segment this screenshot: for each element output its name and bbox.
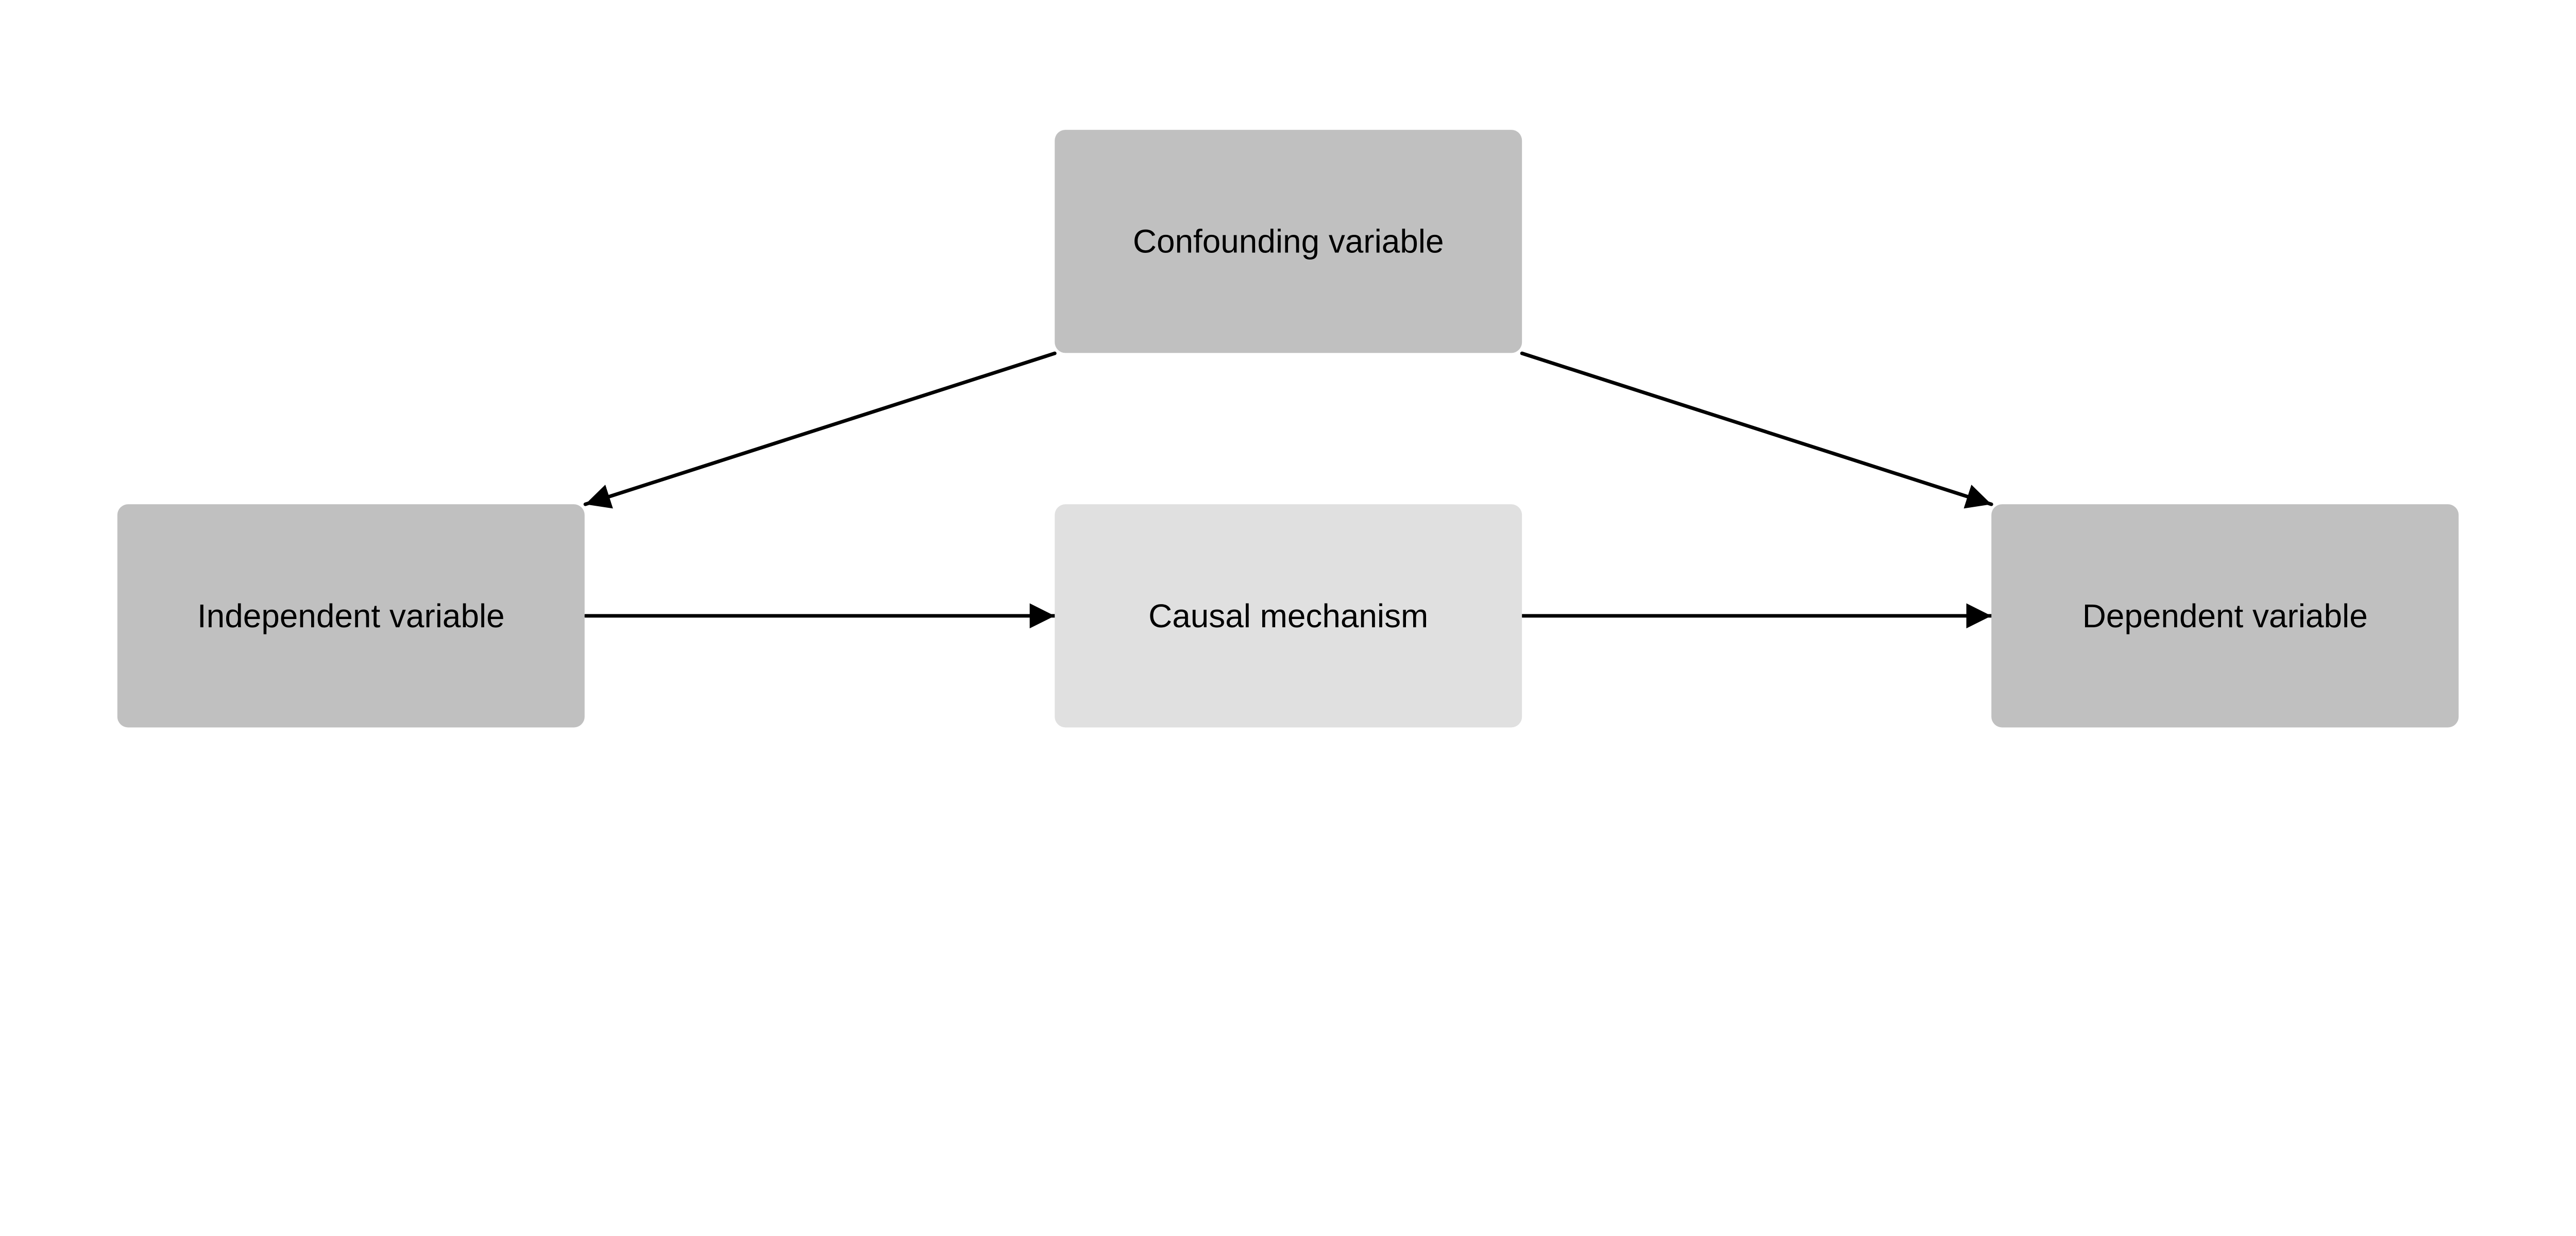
node-box — [1055, 504, 1522, 728]
node-mechanism: Causal mechanism — [1055, 504, 1522, 728]
node-box — [117, 504, 585, 728]
node-label: Independent variable — [197, 597, 505, 634]
node-box — [1055, 130, 1522, 353]
arrow-confounding-to-dependent — [1520, 351, 1993, 509]
node-independent: Independent variable — [117, 504, 585, 728]
arrow-confounding-to-independent — [583, 351, 1057, 509]
node-label: Dependent variable — [2082, 597, 2368, 634]
node-dependent: Dependent variable — [1991, 504, 2459, 728]
node-box — [1991, 504, 2459, 728]
edges-group — [583, 351, 1993, 629]
node-label: Causal mechanism — [1148, 597, 1428, 634]
node-label: Confounding variable — [1133, 223, 1444, 260]
node-confounding: Confounding variable — [1055, 130, 1522, 353]
